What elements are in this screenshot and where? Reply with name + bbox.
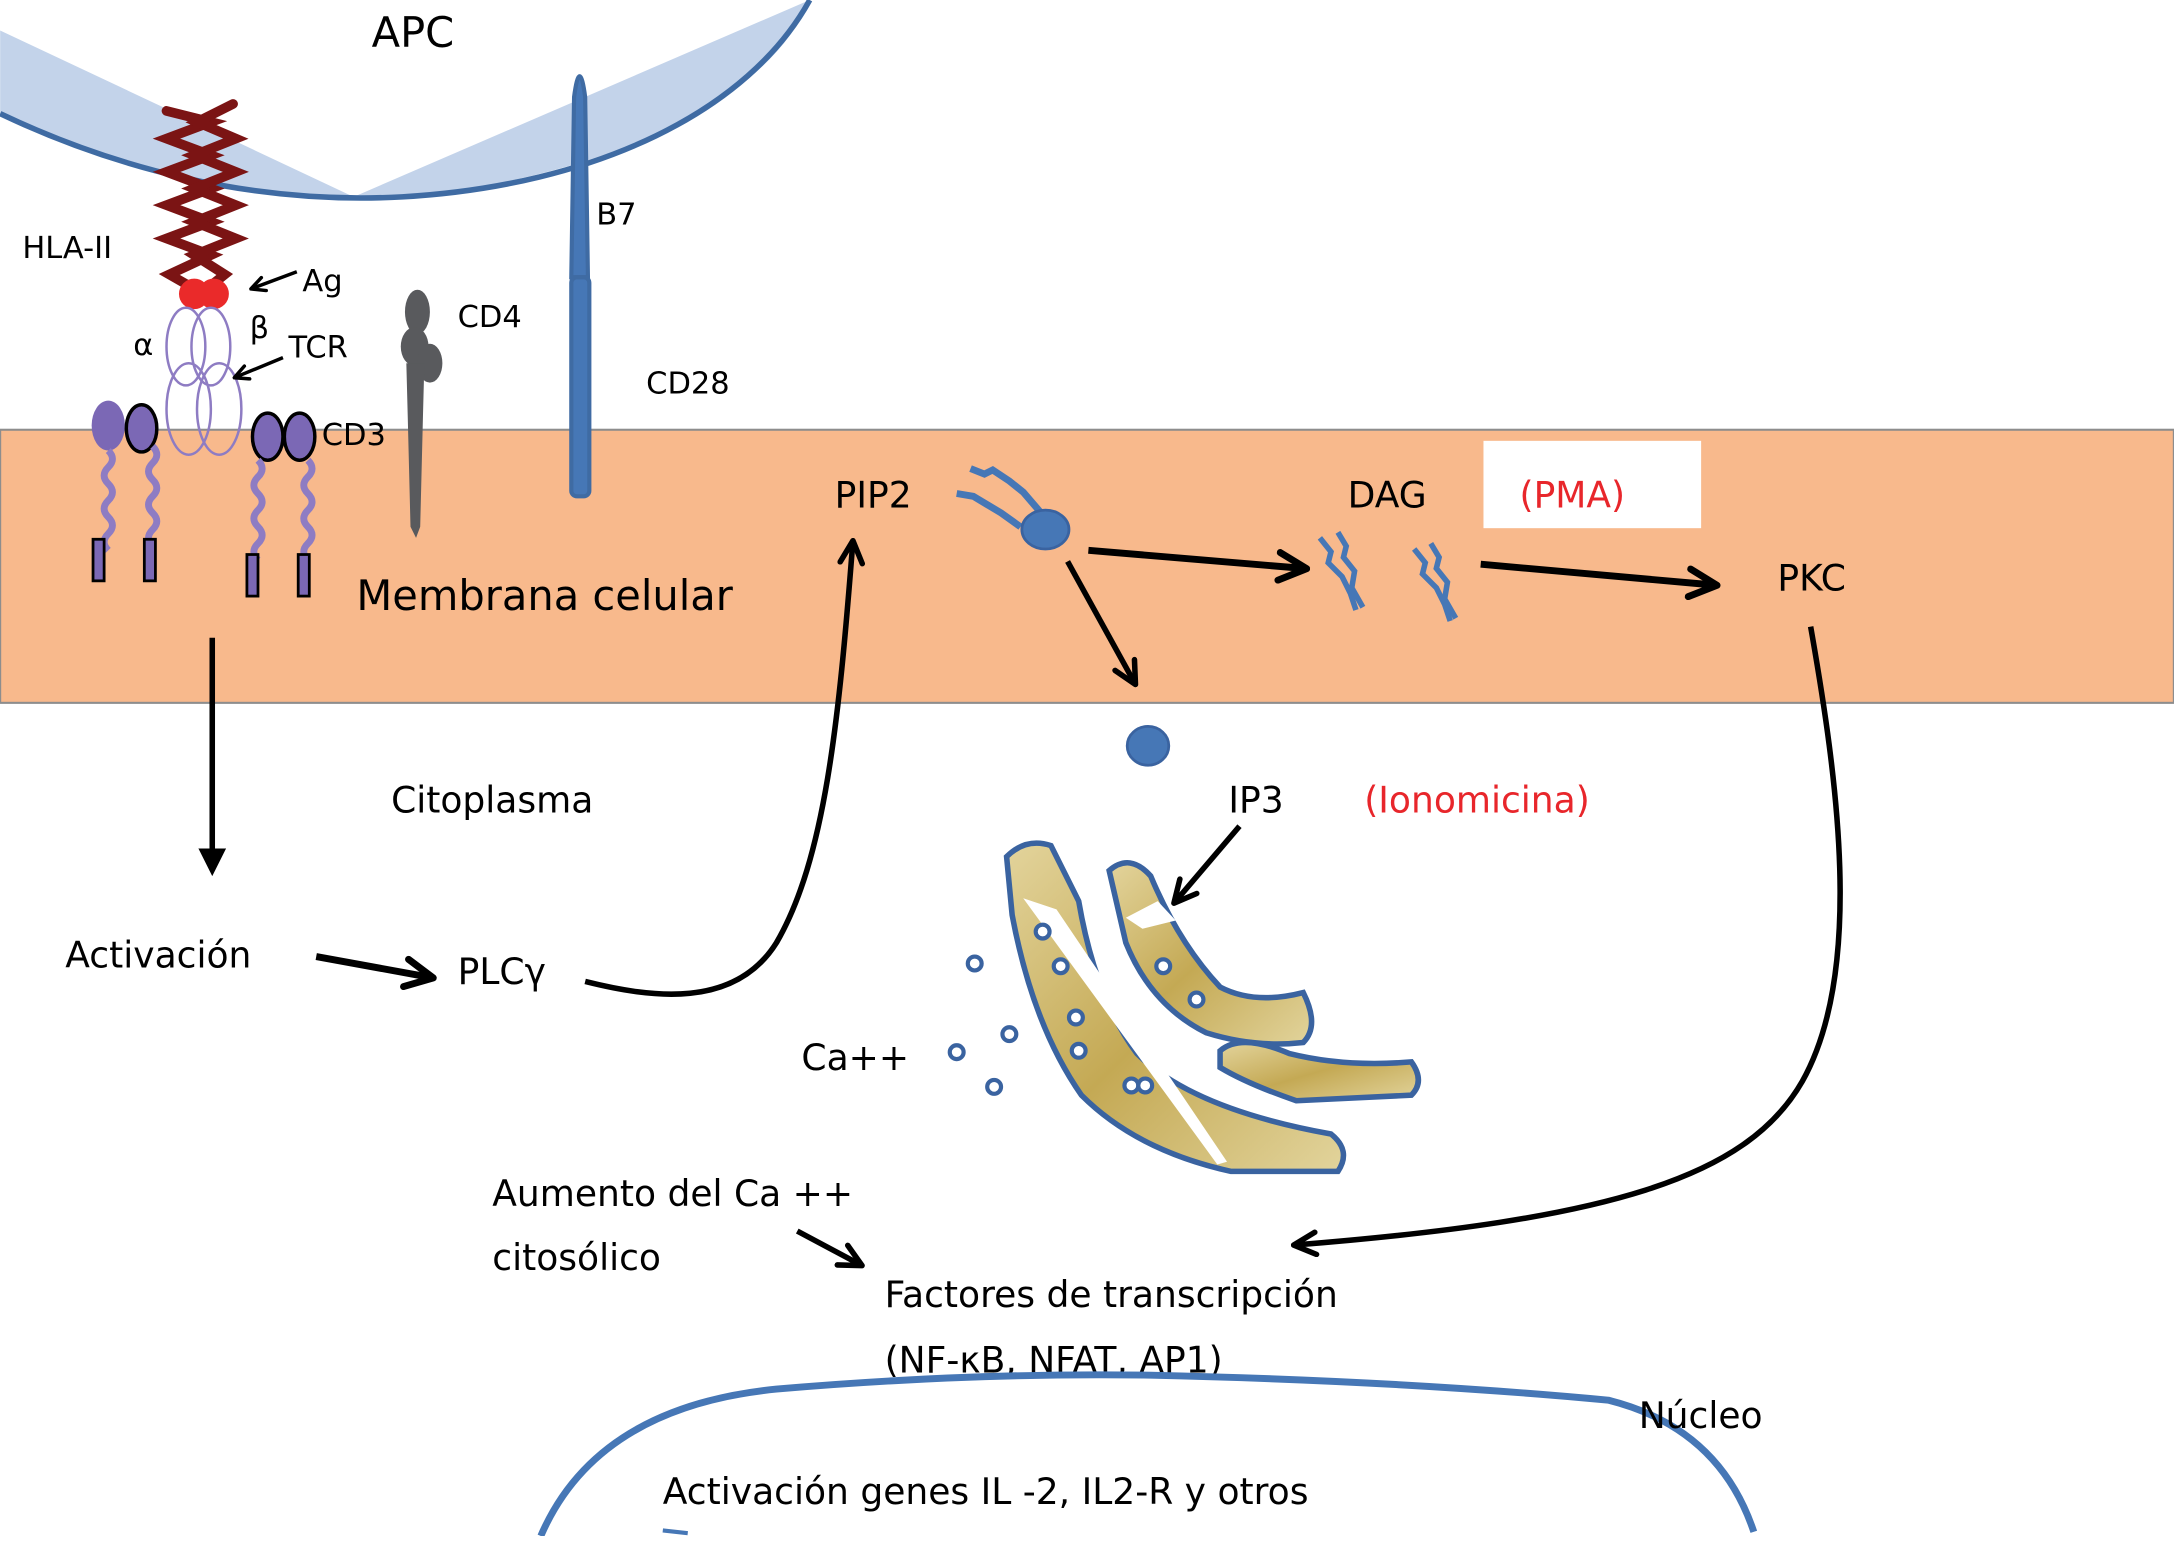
nucleus-label: Núcleo xyxy=(1639,1396,1763,1437)
apc-membrane xyxy=(0,0,813,201)
pip2-to-dag-arrow xyxy=(1088,546,1311,584)
cytoplasm-label: Citoplasma xyxy=(391,780,593,821)
activation-label: Activación xyxy=(65,936,251,977)
dag-label: DAG xyxy=(1348,475,1427,516)
calcium-to-tf-arrow xyxy=(795,1228,865,1269)
er-cisterna-large xyxy=(1003,840,1347,1175)
er-cisterna-upper xyxy=(1106,860,1315,1047)
ca-increase-line2: citosólico xyxy=(492,1238,661,1279)
ip3-molecule xyxy=(1125,725,1171,767)
membrane-label: Membrana celular xyxy=(356,571,733,620)
nucleus-fragment xyxy=(662,1528,688,1536)
cd3-complex-left xyxy=(91,400,161,583)
ip3-label: IP3 xyxy=(1228,780,1283,821)
calcium-ions xyxy=(947,922,1206,1096)
calcium-label: Ca++ xyxy=(801,1038,909,1079)
er-cisterna-lower xyxy=(1217,1039,1422,1104)
pip2-label: PIP2 xyxy=(835,475,912,516)
cell-membrane xyxy=(0,428,2174,704)
b7-label: B7 xyxy=(596,198,636,233)
tcr-pointer-arrow xyxy=(232,356,284,381)
gene-activation-label: Activación genes IL -2, IL2-R y otros xyxy=(663,1472,1309,1513)
er-white-highlights xyxy=(1023,898,1228,1165)
plcg-to-pip2-arrow xyxy=(584,537,866,997)
apc-cell: APC xyxy=(0,0,813,201)
dag-to-pkc-arrow xyxy=(1480,560,1721,601)
cd28-label: CD28 xyxy=(646,367,730,402)
ip3-to-er-arrow xyxy=(1171,824,1242,906)
antigen xyxy=(178,278,229,310)
alpha-chain-label: α xyxy=(133,328,153,363)
nucleus-envelope xyxy=(537,1371,1758,1538)
b7-cd28-pair xyxy=(569,74,592,499)
pkc-to-tf-arrow xyxy=(1290,626,1843,1258)
pip2-molecule xyxy=(956,465,1071,551)
cd3-complex-right xyxy=(245,411,317,598)
pkc-label: PKC xyxy=(1777,559,1846,600)
ca-increase-line1: Aumento del Ca ++ xyxy=(492,1174,853,1215)
activation-to-plcg-arrow xyxy=(315,953,437,991)
beta-chain-label: β xyxy=(250,311,269,346)
cd3-label: CD3 xyxy=(322,418,386,453)
b7-molecule xyxy=(569,74,591,280)
tf-line1: Factores de transcripción xyxy=(885,1275,1338,1316)
pip2-to-ip3-arrow xyxy=(1065,560,1139,688)
antigen-pointer-arrow xyxy=(249,270,298,293)
ionomycin-label: (Ionomicina) xyxy=(1364,780,1590,821)
plcg-label: PLCγ xyxy=(458,952,546,993)
cd28-molecule xyxy=(569,275,592,499)
cd4-molecule xyxy=(400,289,443,538)
apc-label: APC xyxy=(372,8,455,57)
dag-molecules xyxy=(1317,530,1459,622)
hla-ii-label: HLA-II xyxy=(22,231,112,266)
pma-box xyxy=(1483,440,1702,529)
tcr-label: TCR xyxy=(288,331,348,366)
pma-label: (PMA) xyxy=(1520,475,1626,516)
cd4-label: CD4 xyxy=(458,300,522,335)
hla-ii-molecule xyxy=(152,99,249,291)
endoplasmic-reticulum xyxy=(1003,840,1422,1175)
ag-label: Ag xyxy=(302,264,342,299)
tcr-receptor xyxy=(165,306,243,456)
